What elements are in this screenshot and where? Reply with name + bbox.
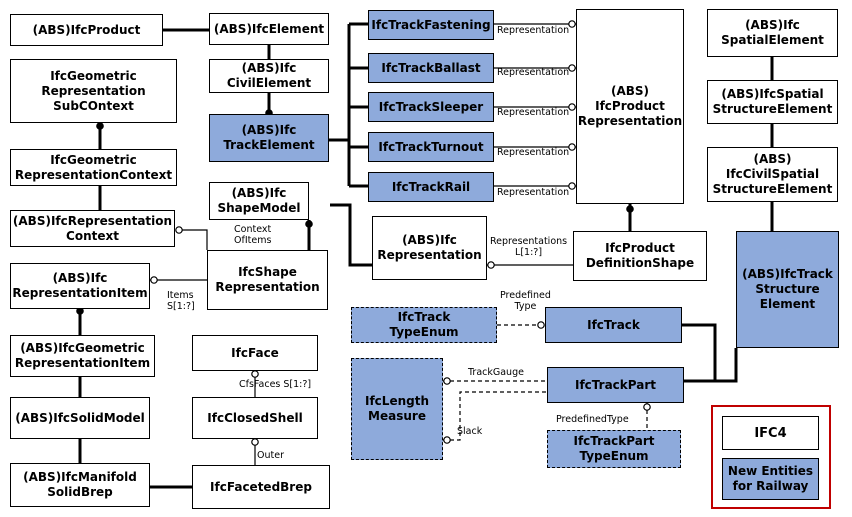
slack-label: Slack [457,426,483,437]
rep-end-4 [568,182,576,190]
ifc-faceted-brep-box: IfcFacetedBrep [192,465,330,509]
ifc-representation-context-box: (ABS)IfcRepresentation Context [10,210,175,247]
representation-label-ballast: Representation [497,67,570,78]
rep-end-0 [568,20,576,28]
ifc-civil-spatial-structure-element-box: (ABS) IfcCivilSpatial StructureElement [707,147,838,202]
inherit-track-structure-link [715,348,738,383]
legend-ifc4-box: IFC4 [722,416,819,450]
ifc-track-sleeper-box: IfcTrackSleeper [368,92,494,122]
ifc-closed-shell-box: IfcClosedShell [192,397,318,439]
legend-new-entities-box: New Entities for Railway [722,458,819,500]
ifc-track-part-box: IfcTrackPart [547,367,684,403]
inherit-track-part [682,323,717,383]
ifc-track-element-box: (ABS)Ifc TrackElement [209,114,329,162]
ifc-geometric-representation-subcontext-box: IfcGeometric Representation SubCOntext [10,59,177,123]
outer-end [251,438,259,446]
items-label: Items S[1:?] [167,290,195,312]
ifc-product-box: (ABS)IfcProduct [10,14,163,46]
ifc-face-box: IfcFace [192,335,318,371]
predef-part-end [643,403,651,411]
ifc-element-box: (ABS)IfcElement [209,13,329,45]
representation-label-sleeper: Representation [497,107,570,118]
gauge-end [443,377,451,385]
ifc-track-fastening-box: IfcTrackFastening [368,10,494,40]
product-rep-dot [626,205,634,213]
ifc-track-type-enum-box: IfcTrack TypeEnum [351,307,497,343]
ifc-spatial-element-box: (ABS)Ifc SpatialElement [707,9,838,57]
context-of-items-rel [177,229,208,250]
representations-end [487,261,495,269]
track-gauge-label: TrackGauge [468,367,524,378]
ifc-geometric-representation-context-box: IfcGeometric RepresentationContext [10,149,177,186]
ifc-representation-item-box: (ABS)Ifc RepresentationItem [10,263,150,309]
ifc-manifold-solid-brep-box: (ABS)IfcManifold SolidBrep [10,463,150,507]
items-end [150,276,158,284]
context-of-items-label: Context OfItems [234,224,272,246]
ifc-product-definition-shape-box: IfcProduct DefinitionShape [573,231,707,281]
cfs-end [251,370,259,378]
ifc-civil-element-box: (ABS)Ifc CivilElement [209,59,329,93]
outer-label: Outer [257,450,284,461]
representation-label-rail: Representation [497,187,570,198]
ifc-track-structure-element-box: (ABS)IfcTrack Structure Element [736,231,839,348]
predefined-type-part-label: PredefinedType [556,414,629,425]
legend: IFC4 New Entities for Railway [711,405,831,509]
ifc-track-ballast-box: IfcTrackBallast [368,53,494,83]
ifc-spatial-structure-element-box: (ABS)IfcSpatial StructureElement [707,80,838,124]
inherit-shape-model [330,203,372,267]
ifc-shape-model-box: (ABS)Ifc ShapeModel [209,182,309,220]
rep-end-2 [568,103,576,111]
ifc-length-measure-box: IfcLength Measure [351,358,443,460]
context-end [175,226,183,234]
representations-label: Representations L[1:?] [490,236,568,258]
cfs-faces-label: CfsFaces S[1:?] [239,379,312,390]
ifc-track-rail-box: IfcTrackRail [368,172,494,202]
rep-end-1 [568,64,576,72]
ifc-product-representation-box: (ABS) IfcProduct Representation [576,9,684,204]
ifc-representation-box: (ABS)Ifc Representation [372,216,487,280]
ifc-geometric-representation-item-box: (ABS)IfcGeometric RepresentationItem [10,335,155,377]
predefined-type-track-label: Predefined Type [500,290,551,312]
subcontext-dot [96,122,104,130]
representation-label-fastening: Representation [497,25,570,36]
ifc-track-turnout-box: IfcTrackTurnout [368,132,494,162]
predef-track-end [537,321,545,329]
ifc-track-box: IfcTrack [545,307,682,343]
ifc-shape-representation-box: IfcShape Representation [207,250,328,310]
rep-end-3 [568,143,576,151]
ifc-solid-model-box: (ABS)IfcSolidModel [10,397,150,439]
ifc-track-part-type-enum-box: IfcTrackPart TypeEnum [547,430,681,468]
shape-model-dot [305,220,313,228]
slack-rel [443,391,547,441]
slack-end [443,436,451,444]
representation-label-turnout: Representation [497,147,570,158]
